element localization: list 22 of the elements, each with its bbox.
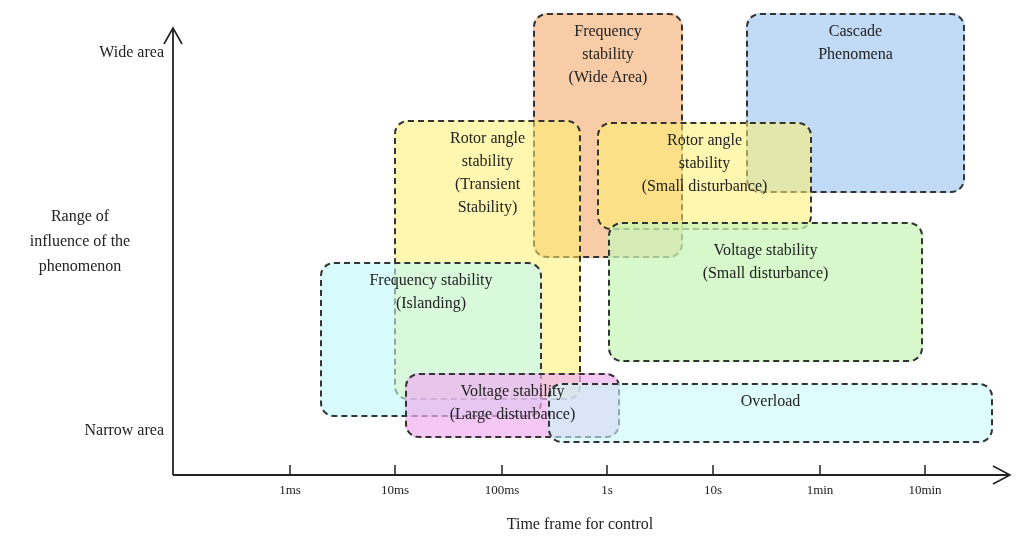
tick-label: 1s (600, 481, 614, 499)
region-label: Frequency stability (Islanding) (368, 270, 494, 314)
phenomenon-region (405, 373, 620, 438)
region-label: Voltage stability (Large disturbance) (448, 381, 577, 425)
region-label: Frequency stability (Wide Area) (567, 21, 649, 88)
region-label: Rotor angle stability (Small disturbance) (640, 130, 769, 197)
tick-label: 1ms (278, 481, 302, 499)
phenomenon-region (597, 122, 812, 230)
tick-label: 10s (702, 481, 724, 499)
axis-label: Wide area (98, 42, 164, 62)
axis-label: Range of influence of the phenomenon (28, 206, 132, 277)
tick-label: 10ms (379, 481, 411, 499)
tick-label: 1min (805, 481, 835, 499)
tick-label: 100ms (483, 481, 521, 499)
axis-label: Time frame for control (505, 514, 655, 534)
tick-label: 10min (907, 481, 943, 499)
region-label: Cascade Phenomena (817, 21, 894, 64)
region-label: Overload (739, 391, 802, 411)
region-label: Rotor angle stability (Transient Stability) (448, 128, 527, 218)
region-label: Voltage stability (Small disturbance) (701, 240, 830, 284)
phenomenon-region (608, 222, 923, 362)
axis-label: Narrow area (83, 420, 164, 440)
